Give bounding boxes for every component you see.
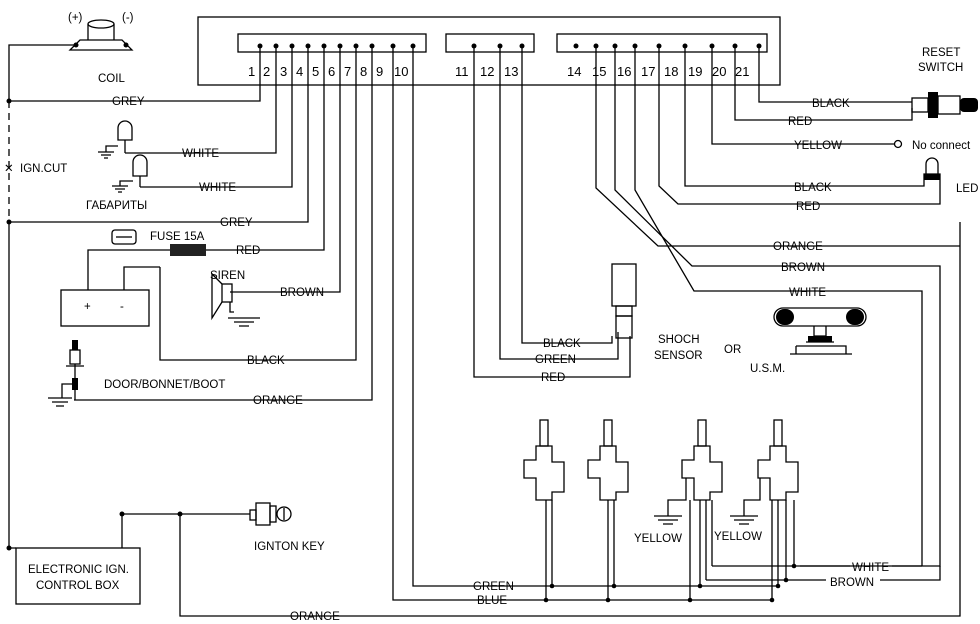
coil-minus-label: (-) [122, 12, 134, 24]
pin-6: 6 [328, 64, 335, 79]
led-label: LED [956, 183, 978, 195]
wire-lock-white-label: WHITE [852, 562, 889, 574]
wire-blue-label: BLUE [477, 595, 507, 607]
door-lock-2-icon [587, 419, 629, 600]
shock-label-2: SENSOR [654, 350, 703, 362]
wire-p8-label: BLACK [247, 355, 285, 367]
pin-18: 18 [664, 64, 678, 79]
battery-icon [60, 266, 160, 327]
wire-green-label: GREEN [473, 581, 514, 593]
pin-17: 17 [641, 64, 655, 79]
wire-p5-label: GREY [220, 217, 253, 229]
pin-20: 20 [712, 64, 726, 79]
fuse-icon [170, 244, 206, 256]
pin-4: 4 [296, 64, 303, 79]
wire-p3-label: WHITE [182, 148, 219, 160]
wire-lock-brown-label: BROWN [830, 577, 874, 589]
lock-yellow-2-label: YELLOW [714, 531, 762, 543]
pin-3: 3 [280, 64, 287, 79]
or-label: OR [724, 344, 741, 356]
wire-p6-label: RED [236, 245, 260, 257]
door-lock-3-icon [654, 419, 723, 600]
lamp-1-icon [98, 120, 133, 159]
shock-sensor-icon [611, 263, 637, 339]
wire-p2-label: GREY [112, 96, 145, 108]
gabarity-label: ГАБАРИТЫ [86, 200, 147, 212]
usm-label: U.S.M. [750, 363, 785, 375]
pin-19: 19 [688, 64, 702, 79]
pin-7: 7 [344, 64, 351, 79]
coil-label: COIL [98, 73, 125, 85]
pin-10: 10 [394, 64, 408, 79]
lamp-2-icon [112, 154, 148, 193]
pin-numbers: 1 2 3 4 5 6 7 8 9 10 11 12 13 14 15 16 1… [248, 64, 749, 79]
no-connect-label: No connect [912, 140, 971, 152]
pin-11: 11 [455, 64, 469, 79]
wire-p21-red-label: RED [788, 116, 812, 128]
ecu-box [15, 547, 141, 605]
pin-14: 14 [567, 64, 581, 79]
usm-icon [773, 307, 867, 355]
ign-cut-mark: ✕ [4, 163, 14, 175]
siren-icon [211, 272, 260, 327]
door-label: DOOR/BONNET/BOOT [104, 379, 225, 391]
wire-p20-label: YELLOW [794, 140, 842, 152]
pin-1: 1 [248, 64, 255, 79]
reset-label-1: RESET [922, 47, 960, 59]
wire-p4-label: WHITE [199, 182, 236, 194]
connector-b [445, 33, 535, 53]
ecu-line1: ELECTRONIC IGN. [28, 564, 129, 576]
battery-minus-label: - [120, 301, 124, 313]
door-lock-4-icon [730, 419, 799, 600]
wire-p13-label: BLACK [543, 338, 581, 350]
reset-switch-icon [911, 92, 978, 118]
coil [68, 19, 134, 51]
fuse-label: FUSE 15A [150, 231, 205, 243]
wire-p15-label: ORANGE [773, 241, 823, 253]
door-switch-icon [48, 340, 84, 407]
wire-p11-label: RED [541, 372, 565, 384]
wire-p18-label: RED [796, 201, 820, 213]
pin-5: 5 [312, 64, 319, 79]
ecu-line2: CONTROL BOX [36, 580, 120, 592]
ign-cut-label: IGN.CUT [20, 163, 67, 175]
battery-plus-label: + [84, 301, 91, 313]
wire-p19-label: BLACK [794, 182, 832, 194]
wire-p9-label: ORANGE [253, 395, 303, 407]
pin-13: 13 [504, 64, 518, 79]
wire-p7-label: BROWN [280, 287, 324, 299]
led-icon [923, 157, 941, 180]
lock-yellow-1-label: YELLOW [634, 533, 682, 545]
pin-dots [257, 43, 762, 49]
wire-p12-label: GREEN [535, 354, 576, 366]
wire-p21-black-label: BLACK [812, 98, 850, 110]
pin-16: 16 [617, 64, 631, 79]
connector-a [237, 33, 427, 53]
pin-12: 12 [480, 64, 494, 79]
alarm-unit [197, 16, 781, 86]
connector-c [556, 33, 768, 53]
ignition-key-label: IGNTON KEY [254, 541, 325, 553]
pin-9: 9 [376, 64, 383, 79]
pin-2: 2 [263, 64, 270, 79]
shock-label-1: SHOCH [658, 334, 700, 346]
door-lock-1-icon [523, 419, 565, 600]
ignition-key-icon [249, 502, 292, 526]
pin-8: 8 [360, 64, 367, 79]
wire-orange-bottom-label: ORANGE [290, 611, 340, 623]
siren-label: SIREN [210, 270, 245, 282]
wire-p17-label: WHITE [789, 287, 826, 299]
wire-p16-label: BROWN [781, 262, 825, 274]
reset-label-2: SWITCH [918, 62, 963, 74]
coil-plus-label: (+) [68, 12, 83, 24]
relay-icon [111, 229, 137, 245]
pin-21: 21 [735, 64, 749, 79]
junction-dots [543, 563, 797, 603]
pin-15: 15 [592, 64, 606, 79]
